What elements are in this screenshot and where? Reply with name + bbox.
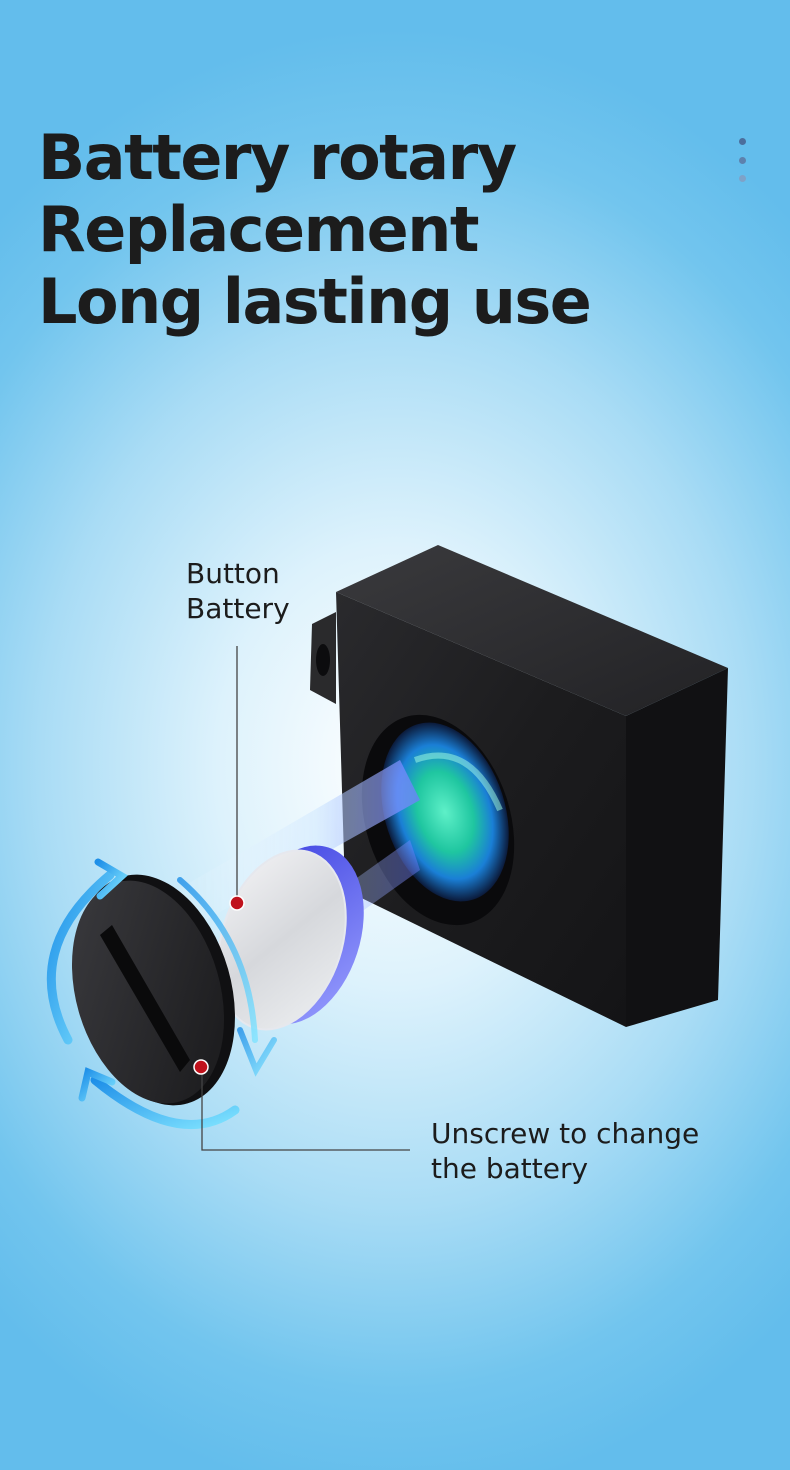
headline-line-3: Long lasting use — [38, 265, 592, 338]
callout-lines — [201, 646, 410, 1151]
callout-unscrew-line-1: Unscrew to change — [431, 1117, 700, 1150]
callout-button-battery-line-2: Battery — [186, 592, 290, 625]
callout-line-cover — [201, 1068, 410, 1151]
page-dot-1 — [739, 138, 746, 145]
device-side-face — [626, 668, 728, 1027]
callout-unscrew: Unscrew to change the battery — [431, 1116, 699, 1186]
cover-slot — [100, 925, 190, 1072]
callout-marker-dot — [229, 895, 245, 911]
headline-line-2: Replacement — [38, 193, 480, 266]
page-dot-3 — [739, 175, 746, 182]
battery-cover — [71, 874, 235, 1106]
page-dot-2 — [739, 157, 746, 164]
mount-hole — [316, 644, 330, 676]
callout-unscrew-line-2: the battery — [431, 1152, 589, 1185]
callout-button-battery: Button Battery — [186, 556, 290, 626]
callout-button-battery-line-1: Button — [186, 557, 280, 590]
rotate-arrows-icon — [46, 858, 277, 1129]
device-top-face — [336, 545, 728, 716]
button-battery — [217, 845, 364, 1031]
headline: Battery rotary Replacement Long lasting … — [38, 121, 592, 338]
page-indicator-dots — [739, 138, 749, 188]
callout-marker-dot — [193, 1059, 209, 1075]
headline-line-1: Battery rotary — [38, 121, 517, 194]
